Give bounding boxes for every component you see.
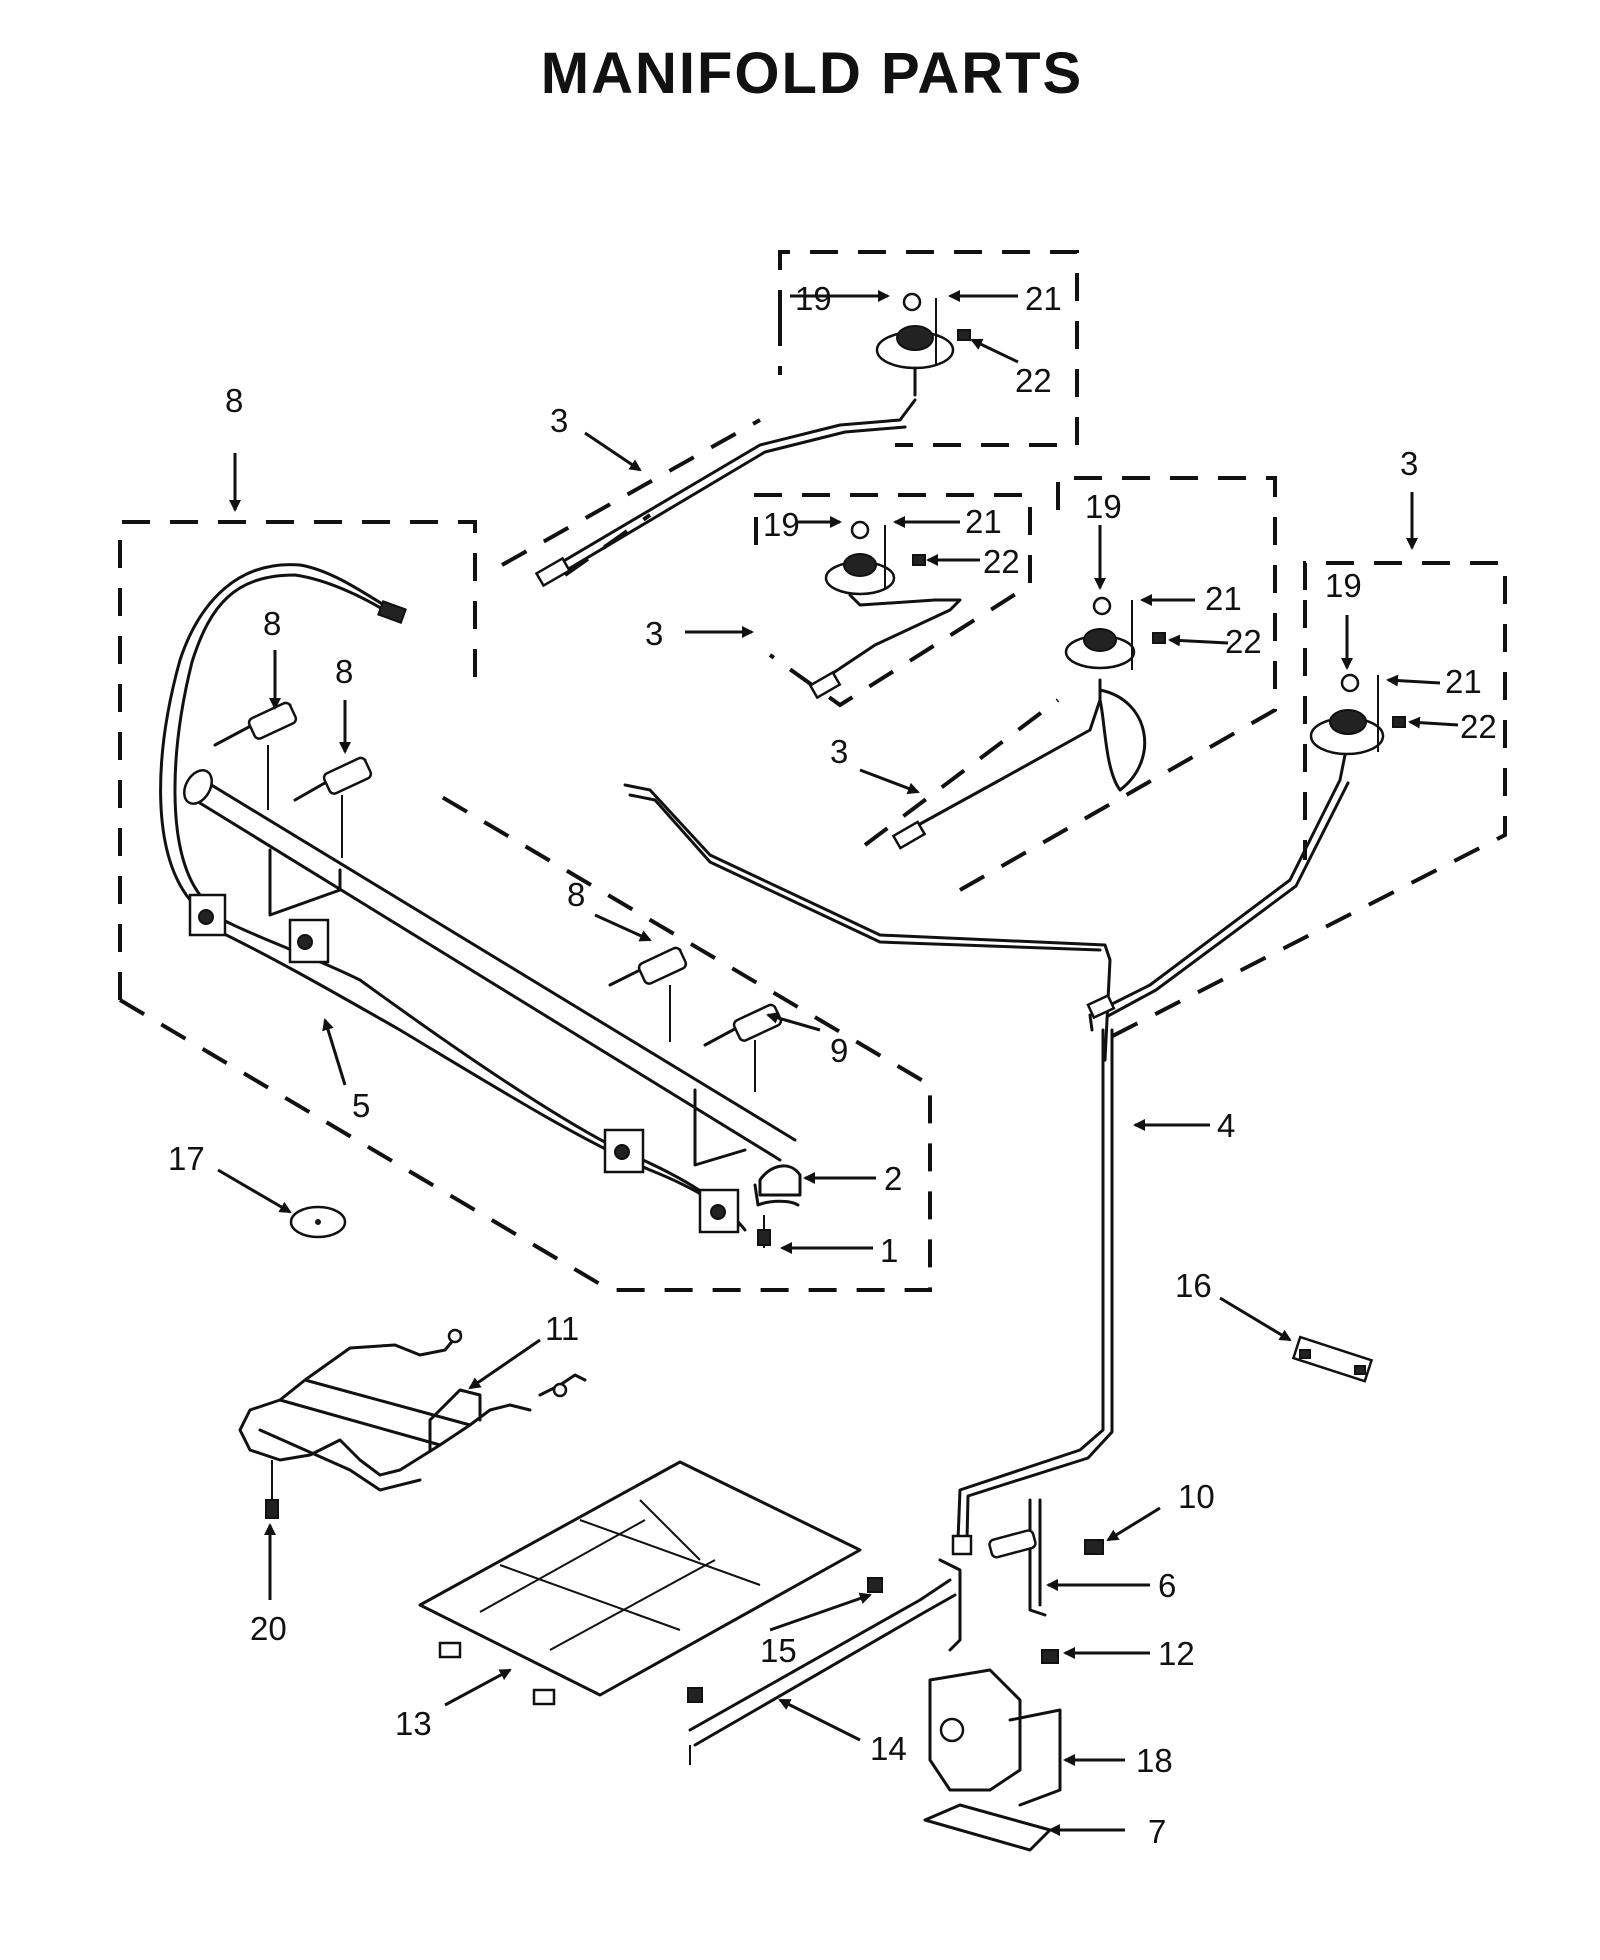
callout-14: 14 [870, 1730, 907, 1767]
callout-12: 11 [545, 1310, 579, 1347]
lower-parts [238, 1205, 1374, 1852]
callout-19-third: 19 [1085, 488, 1122, 525]
callout-8-second: 8 [335, 653, 353, 690]
callout-3-right: 3 [1400, 445, 1418, 482]
callout-labels: 19 21 22 3 8 19 21 22 19 3 3 21 22 19 21… [168, 280, 1497, 1850]
callout-22-fourth: 22 [1460, 708, 1497, 745]
callout-arrows [217, 290, 1459, 1836]
callout-17: 16 [1175, 1267, 1212, 1304]
callout-8-third: 8 [567, 876, 585, 913]
callout-4: 4 [1217, 1107, 1235, 1144]
callout-19-second: 19 [763, 506, 800, 543]
callout-22-second: 22 [983, 543, 1020, 580]
callout-8-fourth: 9 [830, 1032, 848, 1069]
callout-21-third: 21 [1205, 580, 1242, 617]
callout-21-fourth: 21 [1445, 663, 1482, 700]
callout-22-top: 22 [1015, 362, 1052, 399]
callout-20: 20 [250, 1610, 287, 1647]
callout-21-top: 21 [1025, 280, 1062, 317]
callout-6: 6 [1158, 1567, 1176, 1604]
callout-3-lower: 3 [830, 733, 848, 770]
callout-2: 2 [884, 1160, 902, 1197]
callout-19-fourth: 19 [1325, 567, 1362, 604]
manifold-assembly [159, 563, 802, 1248]
callout-18: 17 [168, 1140, 205, 1177]
callout-5: 5 [352, 1087, 370, 1124]
callout-15: 18 [1136, 1742, 1173, 1779]
callout-3-top: 3 [550, 402, 568, 439]
callout-8-first: 8 [263, 605, 281, 642]
page-title: MANIFOLD PARTS [540, 41, 1084, 106]
callout-3-left: 3 [645, 615, 663, 652]
callout-22-third: 22 [1225, 623, 1262, 660]
callout-19-top: 19 [795, 280, 832, 317]
callout-16: 15 [760, 1632, 797, 1669]
callout-7: 8 [225, 382, 243, 419]
top-burner-valves [824, 292, 1406, 756]
callout-1: 1 [880, 1232, 898, 1269]
callout-11: 12 [1158, 1635, 1195, 1672]
callout-10: 10 [1178, 1478, 1215, 1515]
gas-tubes [534, 398, 1350, 1556]
callout-9: 7 [1148, 1813, 1166, 1850]
dashed-group-outlines [118, 250, 1507, 1292]
callout-13: 13 [395, 1705, 432, 1742]
callout-21-second: 21 [965, 503, 1002, 540]
